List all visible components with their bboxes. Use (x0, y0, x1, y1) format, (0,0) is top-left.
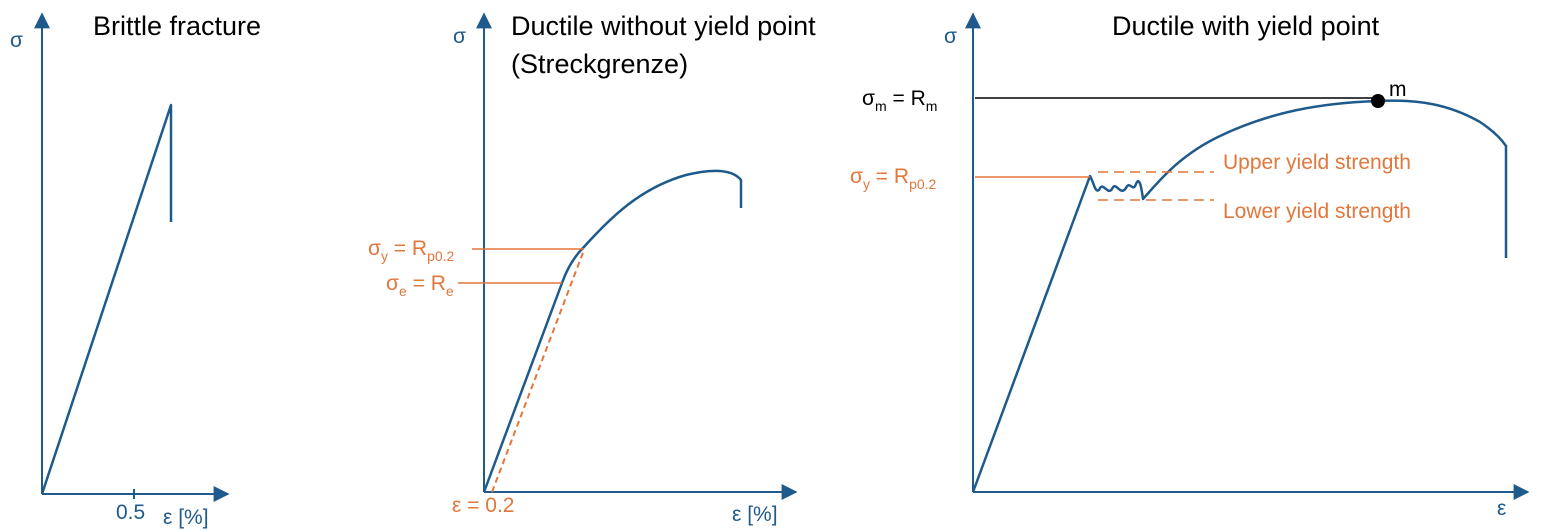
x-tick-label: 0.5 (116, 501, 145, 524)
brittle-curve (40, 103, 173, 495)
max-point (1371, 94, 1385, 108)
upper-yield-label: Upper yield strength (1223, 151, 1411, 174)
panel-ductile-without-yield: Ductile without yield point (Streckgrenz… (368, 11, 816, 526)
offset-line (491, 249, 585, 493)
y-axis-label: σ (453, 25, 466, 48)
max-point-label: m (1389, 78, 1407, 101)
sigma-e-label: σe = Re (386, 272, 454, 299)
x-axis-label: ε [%] (732, 503, 778, 526)
sigma-y-label: σy = Rp0.2 (368, 237, 455, 264)
panel-title-line2: (Streckgrenze) (511, 49, 688, 79)
sigma-m-label: σm = Rm (862, 87, 937, 114)
lower-yield-label: Lower yield strength (1223, 200, 1411, 223)
offset-label: ε = 0.2 (452, 494, 515, 517)
y-axis-label: σ (944, 25, 957, 48)
panel-title: Brittle fracture (93, 11, 261, 41)
panel-title: Ductile with yield point (1112, 11, 1380, 41)
x-axis-label: ε (1497, 497, 1506, 520)
y-axis-label: σ (10, 29, 23, 52)
panel-title-line1: Ductile without yield point (511, 11, 816, 41)
panel-ductile-with-yield: Ductile with yield point σ ε m σm = Rm σ… (850, 11, 1530, 520)
ductile-curve (482, 169, 743, 493)
panel-brittle-fracture: Brittle fracture σ 0.5 ε [%] (10, 11, 261, 529)
ductile-yield-curve (971, 99, 1508, 493)
sigma-y-label: σy = Rp0.2 (850, 165, 937, 192)
x-axis-label: ε [%] (163, 506, 209, 529)
